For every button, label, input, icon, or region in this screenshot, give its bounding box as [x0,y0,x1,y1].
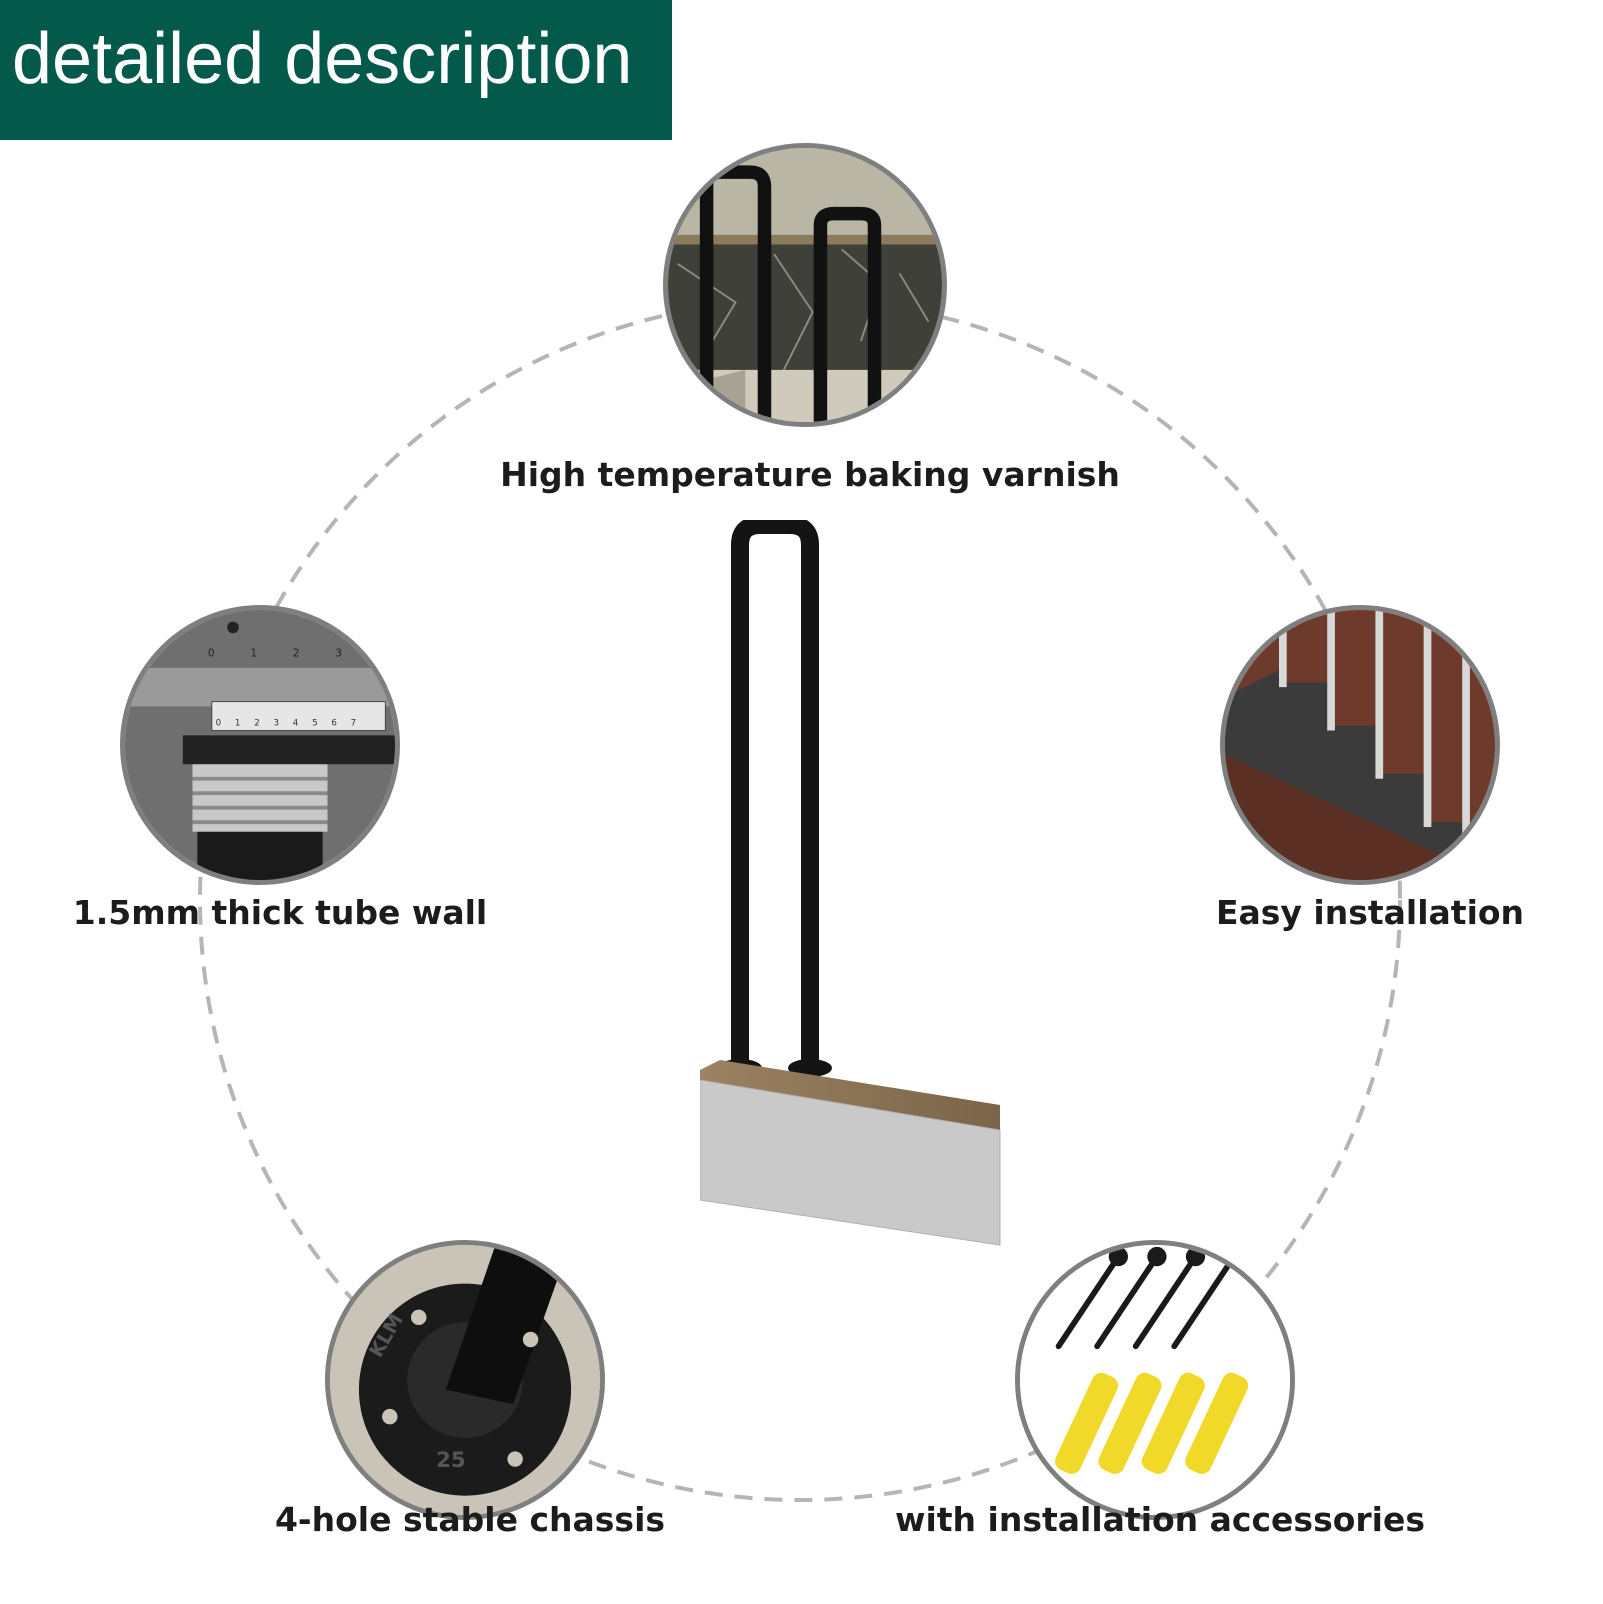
staircase-balusters-photo [1220,605,1500,885]
ruler-top-mark-2: 2 [293,647,300,659]
ruler-top-mark-3: 3 [335,647,342,659]
ruler-bottom-mark-5: 5 [312,719,318,729]
floor-flange-base-photo: 25 KLM [325,1240,605,1520]
screws-and-anchors-photo [1015,1240,1295,1520]
ruler-bottom-mark-1: 1 [235,719,241,729]
ruler-bottom-mark-0: 0 [216,719,222,729]
ruler-top-mark-1: 1 [250,647,257,659]
ruler-bottom-mark-2: 2 [254,719,260,729]
feature-label-chassis: 4-hole stable chassis [274,1500,666,1539]
page-title: detailed description [12,19,633,99]
stair-railing-photo [663,143,947,427]
ruler-bottom-mark-3: 3 [274,719,280,729]
feature-label-easy-installation: Easy installation [1215,893,1525,932]
feature-label-accessories: with installation accessories [894,1500,1425,1539]
page-title-banner: detailed description [0,0,672,140]
flange-size-mark: 25 [436,1448,466,1473]
feature-label-tube-wall: 1.5mm thick tube wall [72,893,488,932]
feature-label-varnish: High temperature baking varnish [500,455,1120,494]
ruler-bottom-mark-6: 6 [331,719,337,729]
caliper-measurement-photo: 0 1 2 3 0 1 2 3 4 5 6 7 [120,605,400,885]
ruler-bottom-mark-7: 7 [351,719,357,729]
ruler-bottom-mark-4: 4 [293,719,299,729]
ruler-top-mark-0: 0 [208,647,215,659]
handrail-product-image [700,520,1001,1246]
